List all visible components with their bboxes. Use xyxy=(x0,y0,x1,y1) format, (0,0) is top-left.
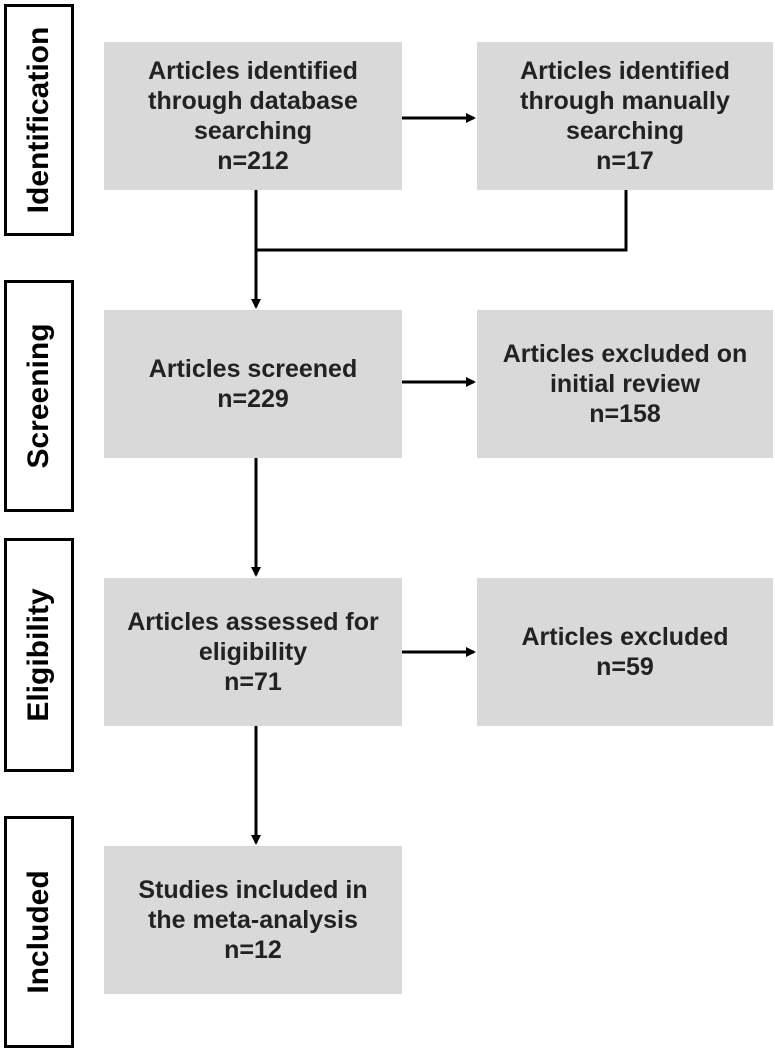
box-assessed-eligibility: Articles assessed for eligibility n=71 xyxy=(104,578,402,726)
box-text-line: searching xyxy=(193,117,313,145)
stage-label-screening: Screening xyxy=(4,280,74,512)
box-text-line: through manually xyxy=(520,87,730,115)
stage-label-identification: Identification xyxy=(4,4,74,236)
box-database-search: Articles identified through database sea… xyxy=(104,42,402,190)
box-count: n=12 xyxy=(224,936,282,964)
box-manual-search: Articles identified through manually sea… xyxy=(477,42,773,190)
box-text-line: Articles screened xyxy=(148,355,358,383)
stage-label-eligibility-text: Eligibility xyxy=(22,588,55,722)
stage-label-screening-text: Screening xyxy=(22,323,55,469)
box-articles-excluded: Articles excluded n=59 xyxy=(477,578,773,726)
box-count: n=212 xyxy=(217,147,289,175)
stage-label-included-text: Included xyxy=(22,870,55,994)
box-text-line: initial review xyxy=(549,370,701,398)
box-text-line: the meta-analysis xyxy=(148,906,358,934)
box-text-line: Articles assessed for xyxy=(127,608,379,636)
stage-label-eligibility: Eligibility xyxy=(4,538,74,772)
box-text-line: searching xyxy=(565,117,685,145)
box-count: n=17 xyxy=(596,147,654,175)
box-text-line: Articles identified xyxy=(520,57,730,85)
box-text-line: Articles identified xyxy=(148,57,358,85)
box-text-line: Studies included in xyxy=(138,876,368,904)
box-excluded-initial-review: Articles excluded on initial review n=15… xyxy=(477,310,773,458)
box-text-line: Articles excluded on xyxy=(502,340,748,368)
box-count: n=59 xyxy=(596,653,654,681)
box-text-line: through database xyxy=(148,87,358,115)
box-count: n=158 xyxy=(589,400,661,428)
stage-label-included: Included xyxy=(4,816,74,1048)
stage-label-identification-text: Identification xyxy=(22,26,55,214)
box-count: n=71 xyxy=(224,668,282,696)
box-studies-included: Studies included in the meta-analysis n=… xyxy=(104,846,402,994)
box-text-line: eligibility xyxy=(198,638,308,666)
box-count: n=229 xyxy=(217,385,289,413)
box-text-line: Articles excluded xyxy=(521,623,729,651)
box-articles-screened: Articles screened n=229 xyxy=(104,310,402,458)
